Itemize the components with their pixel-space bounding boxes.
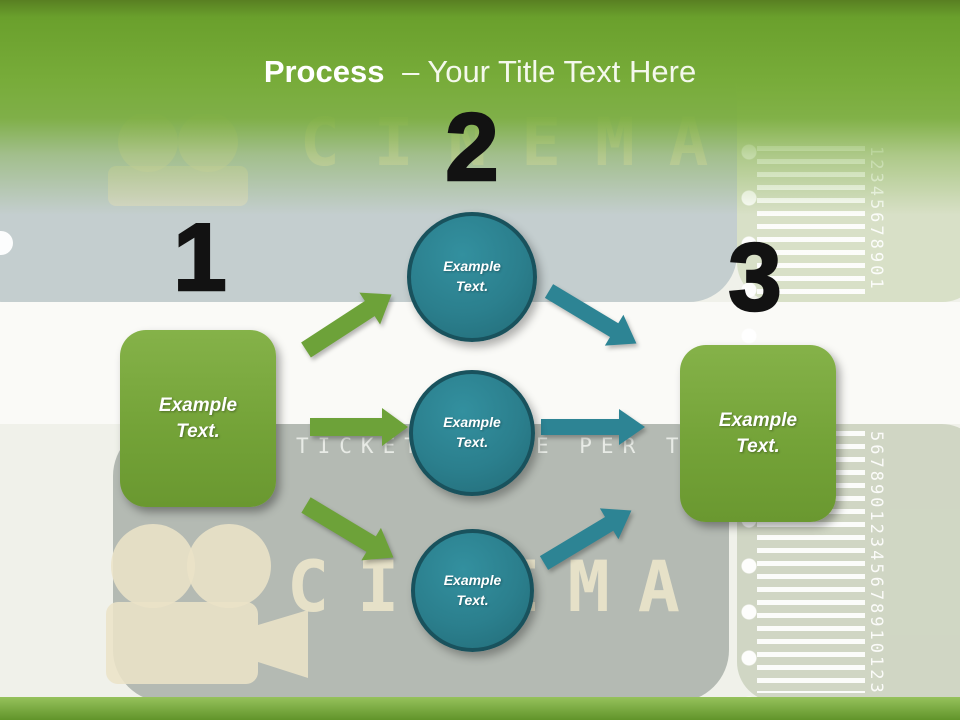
- film-camera-icon-bottom: [106, 524, 308, 684]
- barcode-digits-bottom: 56789012345678910123: [866, 431, 886, 696]
- step-number-3: 3: [727, 224, 783, 331]
- teal-arrow-middle: [541, 409, 645, 445]
- green-arrow-top: [301, 292, 392, 358]
- step-number-2: 2: [444, 94, 500, 201]
- start-box: Example Text.: [120, 330, 276, 507]
- end-box: Example Text.: [680, 345, 836, 522]
- teal-arrow-top: [544, 284, 637, 346]
- green-arrow-middle: [310, 408, 408, 446]
- teal-arrow-bottom: [539, 508, 632, 570]
- title-rest: – Your Title Text Here: [402, 54, 697, 89]
- footer-band: [0, 697, 960, 720]
- process-circle-1: Example Text.: [407, 212, 537, 342]
- ticket-label-left: TICKET: [296, 434, 426, 458]
- page-title: Process – Your Title Text Here: [0, 54, 960, 90]
- perforation-dot-left: [0, 231, 13, 255]
- process-circle-2: Example Text.: [409, 370, 535, 496]
- process-circle-3: Example Text.: [411, 529, 534, 652]
- step-number-1: 1: [172, 204, 228, 311]
- title-bold: Process: [263, 54, 385, 89]
- header-band: Process – Your Title Text Here: [0, 0, 960, 215]
- green-arrow-bottom: [301, 497, 394, 561]
